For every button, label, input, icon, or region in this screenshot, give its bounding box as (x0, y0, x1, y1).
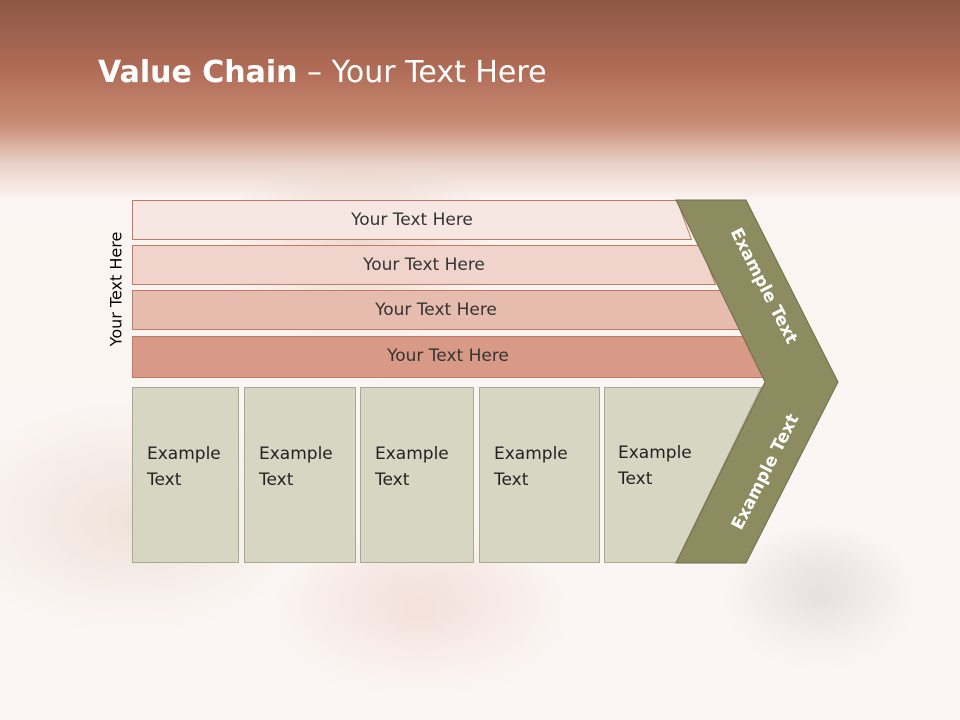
title-rest: – Your Text Here (297, 55, 547, 90)
bar-2-shape (132, 245, 716, 285)
bar-1-shape (132, 200, 692, 240)
bar-4-label: Your Text Here (387, 346, 509, 366)
bar-2[interactable]: Your Text Here (132, 245, 716, 285)
bar-2-label: Your Text Here (363, 255, 485, 275)
bar-1-label: Your Text Here (351, 210, 473, 230)
slide-title[interactable]: Value Chain – Your Text Here (98, 55, 547, 90)
bar-4[interactable]: Your Text Here (132, 336, 764, 378)
bar-3-label: Your Text Here (375, 300, 497, 320)
header-band (0, 0, 960, 200)
reflection-fade (0, 563, 960, 720)
title-bold: Value Chain (98, 55, 298, 90)
bar-1[interactable]: Your Text Here (132, 200, 692, 240)
